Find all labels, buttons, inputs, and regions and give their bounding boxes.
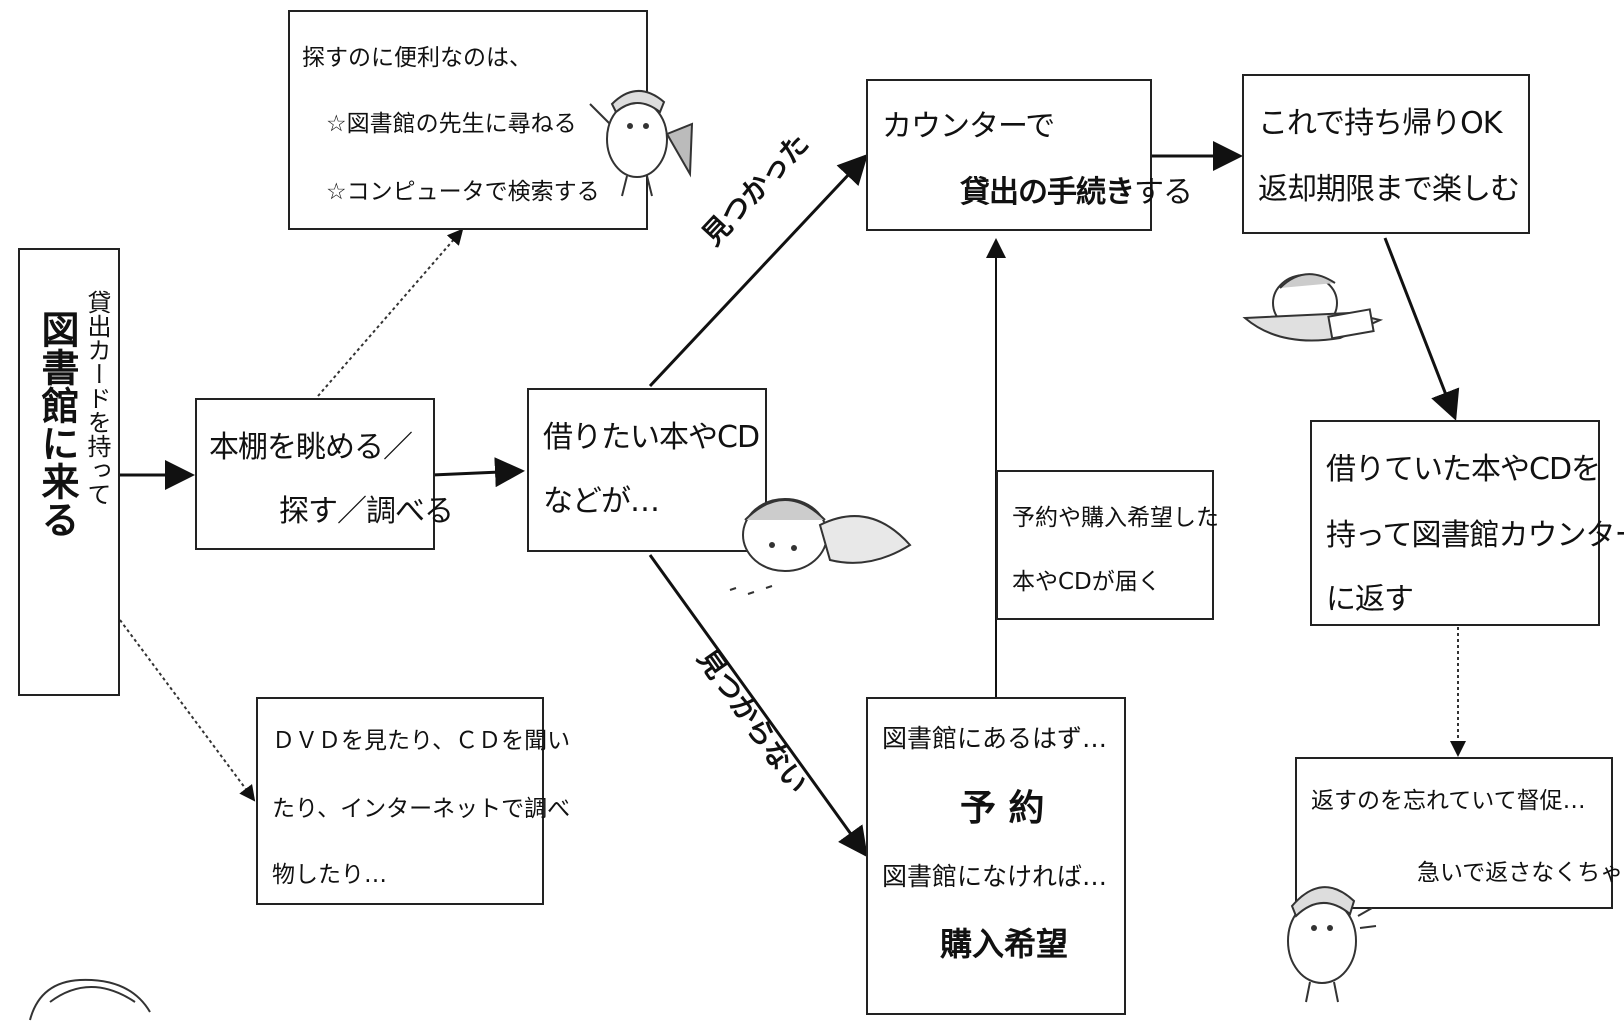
start-sub-text: 貸出カードを持って xyxy=(83,290,111,506)
mascot-pointing-illustration xyxy=(589,90,694,197)
want-line1: 借りたい本やCD xyxy=(543,420,760,455)
arrow-found xyxy=(648,153,869,388)
reserve-line1: 図書館にあるはず… xyxy=(882,724,1108,753)
reserve-box: 図書館にあるはず… 予 約 図書館になければ… 購入希望 xyxy=(866,697,1126,1015)
return-line1: 借りていた本やCDを xyxy=(1326,452,1601,487)
counter-line1: カウンターで xyxy=(882,109,1055,144)
reserve-line2: 予 約 xyxy=(960,788,1045,829)
arrived-line2: 本やCDが届く xyxy=(1012,569,1161,595)
mascot-crawling-illustration xyxy=(729,498,912,595)
counter-line2-rest: する xyxy=(1134,175,1193,210)
ok-line1: これで持ち帰りOK xyxy=(1258,106,1502,141)
want-box: 借りたい本やCD などが… xyxy=(527,388,767,552)
reminder-line1: 返すのを忘れていて督促… xyxy=(1311,788,1586,814)
ok-box: これで持ち帰りOK 返却期限まで楽しむ xyxy=(1242,74,1530,234)
search-tip-box: 探すのに便利なのは、 ☆図書館の先生に尋ねる ☆コンピュータで検索する xyxy=(288,10,648,230)
media-line2: たり、インターネットで調べ xyxy=(272,796,571,822)
reserve-line4: 購入希望 xyxy=(940,925,1069,963)
return-line2: 持って図書館カウンター xyxy=(1326,518,1624,553)
return-line3: に返す xyxy=(1326,582,1414,617)
arrow-not-found xyxy=(648,554,868,858)
media-line3: 物したり… xyxy=(272,862,387,888)
mascot-reading-illustration xyxy=(1242,273,1384,342)
media-line1: ＤＶＤを見たり、ＣＤを聞い xyxy=(272,728,571,754)
counter-line2: 貸出の手続きする xyxy=(960,167,1193,211)
start-main-text: 図書館に来る xyxy=(35,310,79,538)
browse-box: 本棚を眺める／ 探す／調べる xyxy=(195,398,454,550)
browse-line1: 本棚を眺める／ xyxy=(209,430,413,465)
reminder-box: 返すのを忘れていて督促… 急いで返さなくちゃ xyxy=(1295,757,1623,909)
search-tip-line1: 探すのに便利なのは、 xyxy=(302,45,532,71)
search-tip-line2: ☆図書館の先生に尋ねる xyxy=(326,111,577,137)
arrow-browse-to-tip xyxy=(317,228,464,397)
counter-box: カウンターで 貸出の手続きする xyxy=(866,79,1193,231)
arrived-line1: 予約や購入希望した xyxy=(1012,505,1219,531)
search-tip-line3: ☆コンピュータで検索する xyxy=(326,179,600,205)
arrow-ok-to-return xyxy=(1383,237,1460,421)
mascot-panicking-illustration xyxy=(1287,886,1377,1003)
ok-line2: 返却期限まで楽しむ xyxy=(1258,172,1520,207)
counter-line2-bold: 貸出の手続き xyxy=(960,175,1135,210)
browse-line2: 探す／調べる xyxy=(279,494,454,529)
arrow-start-to-media xyxy=(119,619,256,802)
arrived-box: 予約や購入希望した 本やCDが届く xyxy=(996,470,1219,620)
return-box: 借りていた本やCDを 持って図書館カウンター に返す xyxy=(1310,420,1624,626)
mascot-corner-illustration xyxy=(29,978,151,1021)
reserve-line3: 図書館になければ… xyxy=(882,862,1108,891)
arrow-browse-to-want xyxy=(431,457,525,488)
start-box: 貸出カードを持って 図書館に来る xyxy=(18,248,120,696)
reminder-line2: 急いで返さなくちゃ xyxy=(1417,860,1624,886)
media-box: ＤＶＤを見たり、ＣＤを聞い たり、インターネットで調べ 物したり… xyxy=(256,697,570,905)
want-line2: などが… xyxy=(543,484,660,519)
